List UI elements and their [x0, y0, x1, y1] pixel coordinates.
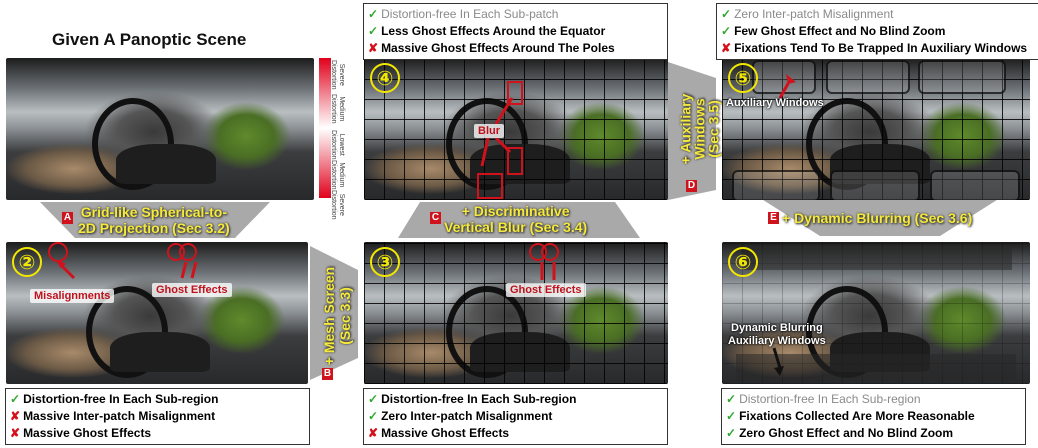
info-row: ✓Distortion-free In Each Sub-region — [368, 391, 663, 408]
panel-2-number: ② — [12, 247, 42, 277]
info-row: ✘Massive Ghost Effects — [368, 425, 663, 442]
panel-6-arrow — [772, 347, 784, 376]
cross-icon: ✘ — [721, 41, 732, 55]
info-row-text: Distortion-free In Each Sub-patch — [381, 7, 559, 21]
info-row-text: Distortion-free In Each Sub-region — [23, 392, 219, 406]
panel-5-aux-label: Auxiliary Windows — [726, 97, 824, 109]
panel-3-ghost-label: Ghost Effects — [506, 283, 586, 297]
cross-icon: ✘ — [10, 409, 21, 423]
info-row: ✓Less Ghost Effects Around the Equator — [368, 23, 663, 40]
info-row-text: Distortion-free In Each Sub-region — [381, 392, 577, 406]
info-row: ✓Few Ghost Effect and No Blind Zoom — [721, 23, 1035, 40]
step-label-e: + Dynamic Blurring (Sec 3.6) — [782, 210, 973, 226]
step-tag-a: A — [62, 212, 73, 224]
panel-2-markers — [48, 242, 198, 280]
scale-label-lowest: Lowest Distortion — [330, 130, 345, 160]
panel-3-number: ③ — [370, 247, 400, 277]
check-icon: ✓ — [726, 426, 737, 440]
step-tag-b: B — [322, 368, 333, 380]
info-row-text: Massive Ghost Effects — [23, 426, 152, 440]
info-row: ✓Zero Inter-patch Misalignment — [721, 6, 1035, 23]
panel-6-dyn-label: Dynamic Blurring Auxiliary Windows — [728, 322, 826, 347]
panoptic-scene-image — [6, 58, 314, 200]
panel-6-number: ⑥ — [728, 247, 758, 277]
info-row-text: Fixations Tend To Be Trapped In Auxiliar… — [734, 41, 1028, 55]
cross-icon: ✘ — [10, 426, 21, 440]
panel-5-image — [722, 58, 1030, 200]
auxiliary-window — [732, 170, 820, 200]
info-row: ✓Distortion-free In Each Sub-patch — [368, 6, 663, 23]
info-box-3: ✓Distortion-free In Each Sub-region✓Zero… — [363, 388, 668, 445]
panel-4-markers — [477, 81, 523, 199]
step-label-a: Grid-like Spherical-to- 2D Projection (S… — [78, 204, 230, 236]
info-row-text: Massive Inter-patch Misalignment — [23, 409, 216, 423]
info-row-text: Distortion-free In Each Sub-region — [739, 392, 921, 406]
auxiliary-window — [826, 60, 910, 94]
info-row-text: Zero Ghost Effect and No Blind Zoom — [739, 426, 954, 440]
info-row: ✘Massive Ghost Effects — [10, 425, 305, 442]
auxiliary-window — [830, 170, 920, 200]
page-title: Given A Panoptic Scene — [52, 30, 247, 49]
info-row: ✓Distortion-free In Each Sub-region — [726, 391, 1021, 408]
info-box-4: ✓Distortion-free In Each Sub-patch✓Less … — [363, 3, 668, 60]
step-tag-c: C — [430, 212, 441, 224]
panel-5-mesh-grid — [722, 58, 1030, 200]
scale-label-severe-bottom: Severe Distortion — [330, 190, 345, 220]
panel-2-misalignments-label: Misalignments — [30, 289, 115, 303]
info-row: ✘Fixations Tend To Be Trapped In Auxilia… — [721, 40, 1035, 57]
step-label-b: + Mesh Screen (Sec 3.3) — [321, 266, 354, 366]
info-row-text: Less Ghost Effects Around the Equator — [381, 24, 606, 38]
check-icon: ✓ — [726, 409, 737, 423]
scale-label-medium-top: Medium Distortion — [330, 94, 345, 124]
panel-3-markers — [529, 243, 559, 280]
check-icon: ✓ — [10, 392, 21, 406]
info-row: ✘Massive Ghost Effects Around The Poles — [368, 40, 663, 57]
check-icon: ✓ — [368, 392, 379, 406]
info-box-6: ✓Distortion-free In Each Sub-region✓Fixa… — [721, 388, 1026, 445]
cross-icon: ✘ — [368, 426, 379, 440]
step-tag-e: E — [768, 212, 779, 224]
panel-4-number: ④ — [370, 63, 400, 93]
info-box-5: ✓Zero Inter-patch Misalignment✓Few Ghost… — [716, 3, 1038, 60]
info-row-text: Zero Inter-patch Misalignment — [734, 7, 894, 21]
scale-label-medium-bottom: Medium Distortion — [330, 160, 345, 190]
check-icon: ✓ — [721, 7, 732, 21]
scale-label-severe-top: Severe Distortion — [330, 60, 345, 90]
auxiliary-window — [930, 170, 1020, 200]
dynamic-blur-window — [742, 248, 1012, 270]
info-row-text: Zero Inter-patch Misalignment — [381, 409, 553, 423]
panel-5-arrow — [778, 74, 796, 99]
panel-2-ghost-label: Ghost Effects — [152, 283, 232, 297]
panel-3-image — [364, 242, 668, 384]
info-row-text: Massive Ghost Effects Around The Poles — [381, 41, 615, 55]
check-icon: ✓ — [368, 24, 379, 38]
info-row-text: Fixations Collected Are More Reasonable — [739, 409, 975, 423]
info-row: ✓Zero Inter-patch Misalignment — [368, 408, 663, 425]
auxiliary-window — [918, 60, 1006, 94]
panel-5-number: ⑤ — [728, 63, 758, 93]
step-label-c: + Discriminative Vertical Blur (Sec 3.4) — [444, 203, 588, 235]
info-box-2: ✓Distortion-free In Each Sub-region✘Mass… — [5, 388, 310, 445]
info-row-text: Few Ghost Effect and No Blind Zoom — [734, 24, 946, 38]
info-row-text: Massive Ghost Effects — [381, 426, 510, 440]
check-icon: ✓ — [721, 24, 732, 38]
panel-4-blur-label: Blur — [474, 124, 504, 138]
panel-3-mesh-grid — [364, 242, 668, 384]
check-icon: ✓ — [368, 409, 379, 423]
check-icon: ✓ — [726, 392, 737, 406]
step-tag-d: D — [686, 180, 697, 192]
check-icon: ✓ — [368, 7, 379, 21]
info-row: ✓Fixations Collected Are More Reasonable — [726, 408, 1021, 425]
panel-2-image — [6, 242, 308, 384]
info-row: ✓Distortion-free In Each Sub-region — [10, 391, 305, 408]
cross-icon: ✘ — [368, 41, 379, 55]
info-row: ✓Zero Ghost Effect and No Blind Zoom — [726, 425, 1021, 442]
info-row: ✘Massive Inter-patch Misalignment — [10, 408, 305, 425]
panel-6-image — [722, 242, 1030, 384]
step-label-d: + Auxiliary Windows (Sec 3.5) — [677, 93, 722, 165]
